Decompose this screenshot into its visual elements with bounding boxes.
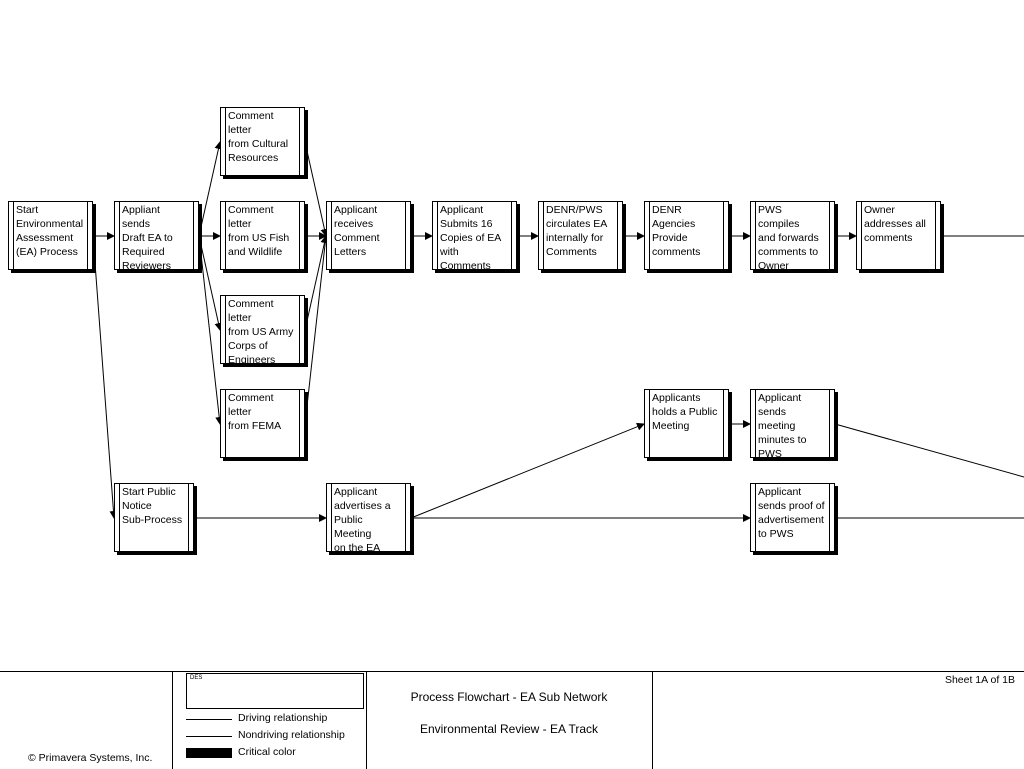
activity-box-right-bar <box>720 202 724 269</box>
activity-box-left-bar <box>119 484 123 551</box>
activity-box-right-bar <box>296 296 300 363</box>
activity-box-left-bar <box>649 390 653 457</box>
activity-box-left-bar <box>861 202 865 269</box>
activity-box-right-bar <box>720 390 724 457</box>
activity-box-right-bar <box>826 390 830 457</box>
activity-box-right-bar <box>296 108 300 175</box>
link-army-to-receives <box>304 235 329 331</box>
activity-box-left-bar <box>225 108 229 175</box>
activity-box-right-bar <box>296 202 300 269</box>
activity-box-right-bar <box>508 202 512 269</box>
des-label: DES <box>190 675 203 681</box>
title-line-2: Environmental Review - EA Track <box>419 722 599 736</box>
des-box: DES <box>186 673 364 709</box>
title-block <box>0 671 1024 769</box>
activity-box-right-bar <box>185 484 189 551</box>
legend-driving-line <box>186 719 232 720</box>
title-line-1: Process Flowchart - EA Sub Network <box>410 690 608 704</box>
activity-box-right-bar <box>402 202 406 269</box>
link-start-ea-to-public-notice <box>92 235 118 519</box>
activity-box-right-bar <box>84 202 88 269</box>
activity-box-left-bar <box>331 484 335 551</box>
activity-box-right-bar <box>614 202 618 269</box>
activity-box-right-bar <box>826 202 830 269</box>
activity-box-right-bar <box>190 202 194 269</box>
link-send-draft-to-cultural <box>198 141 223 237</box>
activity-box-right-bar <box>296 390 300 457</box>
legend-driving-label: Driving relationship <box>238 712 328 724</box>
activity-box-left-bar <box>755 390 759 457</box>
activity-box-right-bar <box>932 202 936 269</box>
activity-box-right-bar <box>402 484 406 551</box>
activity-box-left-bar <box>755 484 759 551</box>
legend-critical-swatch <box>186 748 232 758</box>
link-send-draft-to-fema <box>198 235 224 425</box>
legend-nondriving-label: Nondriving relationship <box>238 729 345 741</box>
link-minutes-offsheet <box>834 423 1024 478</box>
legend-nondriving-line <box>186 736 232 737</box>
activity-box-left-bar <box>119 202 123 269</box>
link-fema-to-receives <box>304 235 330 425</box>
activity-box-left-bar <box>13 202 17 269</box>
activity-box-left-bar <box>331 202 335 269</box>
link-send-draft-to-army <box>198 235 223 331</box>
activity-box-left-bar <box>755 202 759 269</box>
title-block-divider-1 <box>172 672 173 769</box>
copyright-text: © Primavera Systems, Inc. <box>28 752 153 764</box>
title-block-divider-2 <box>366 672 367 769</box>
link-cultural-to-receives <box>304 141 329 237</box>
link-advertises-to-holds-meeting <box>410 422 645 519</box>
activity-box-left-bar <box>649 202 653 269</box>
activity-box-left-bar <box>437 202 441 269</box>
activity-box-left-bar <box>225 202 229 269</box>
sheet-label: Sheet 1A of 1B <box>944 674 1015 686</box>
legend-critical-label: Critical color <box>238 746 296 758</box>
activity-box-left-bar <box>543 202 547 269</box>
activity-box-left-bar <box>225 390 229 457</box>
title-block-divider-3 <box>652 672 653 769</box>
network-links <box>92 141 1024 522</box>
activity-box-left-bar <box>225 296 229 363</box>
activity-box-right-bar <box>826 484 830 551</box>
